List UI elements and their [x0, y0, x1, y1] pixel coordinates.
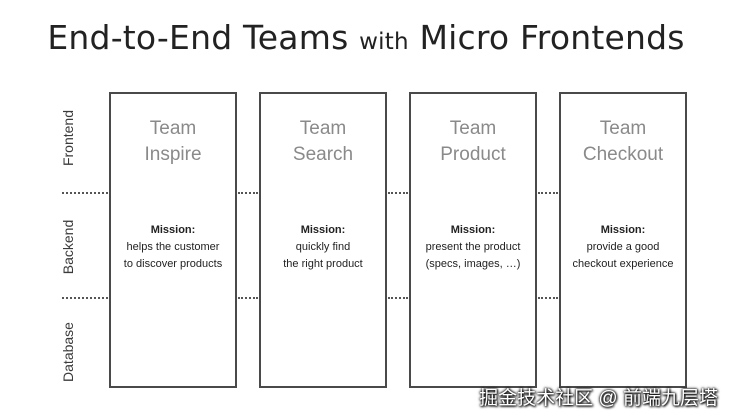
layer-label-backend: Backend: [60, 219, 76, 275]
separator-frontend-backend: [62, 192, 108, 194]
mission-text: to discover products: [123, 258, 223, 270]
team-name: Team Search: [261, 116, 385, 168]
team-name-line: Team: [449, 118, 497, 139]
title-connector: with: [359, 29, 409, 55]
watermark: 掘金技术社区 @ 前端九层塔: [479, 388, 718, 409]
title-part-2: Micro Frontends: [419, 18, 685, 57]
team-name: Team Checkout: [561, 116, 685, 168]
team-name: Team Product: [411, 116, 535, 168]
team-column-checkout: Team Checkout Mission: provide a good ch…: [559, 92, 687, 388]
team-name: Team Inspire: [111, 116, 235, 168]
team-name-line: Product: [440, 144, 506, 165]
mission-label: Mission:: [300, 224, 346, 236]
mission-text: helps the customer: [126, 241, 220, 253]
separator-backend-database: [238, 297, 258, 299]
team-name-line: Checkout: [582, 144, 664, 165]
team-mission: Mission: provide a good checkout experie…: [561, 222, 685, 273]
mission-text: present the product: [425, 241, 521, 253]
mission-label: Mission:: [150, 224, 196, 236]
mission-text: the right product: [283, 258, 363, 270]
layer-label-database: Database: [60, 322, 76, 382]
team-column-inspire: Team Inspire Mission: helps the customer…: [109, 92, 237, 388]
team-name-line: Search: [292, 144, 354, 165]
team-mission: Mission: quickly find the right product: [261, 222, 385, 273]
separator-backend-database: [62, 297, 108, 299]
layer-label-frontend: Frontend: [60, 109, 76, 167]
separator-frontend-backend: [238, 192, 258, 194]
mission-label: Mission:: [600, 224, 646, 236]
title-part-1: End-to-End Teams: [47, 18, 349, 57]
mission-text: (specs, images, …): [425, 258, 521, 270]
diagram-title: End-to-End Teams with Micro Frontends: [0, 18, 732, 57]
team-column-search: Team Search Mission: quickly find the ri…: [259, 92, 387, 388]
mission-text: checkout experience: [572, 258, 674, 270]
separator-backend-database: [538, 297, 558, 299]
mission-text: quickly find: [295, 241, 351, 253]
mission-label: Mission:: [450, 224, 496, 236]
separator-frontend-backend: [388, 192, 408, 194]
separator-frontend-backend: [538, 192, 558, 194]
team-name-line: Inspire: [144, 144, 202, 165]
team-mission: Mission: helps the customer to discover …: [111, 222, 235, 273]
team-name-line: Team: [599, 118, 647, 139]
team-column-product: Team Product Mission: present the produc…: [409, 92, 537, 388]
team-name-line: Team: [149, 118, 197, 139]
mission-text: provide a good: [586, 241, 660, 253]
separator-backend-database: [388, 297, 408, 299]
team-name-line: Team: [299, 118, 347, 139]
team-mission: Mission: present the product (specs, ima…: [411, 222, 535, 273]
